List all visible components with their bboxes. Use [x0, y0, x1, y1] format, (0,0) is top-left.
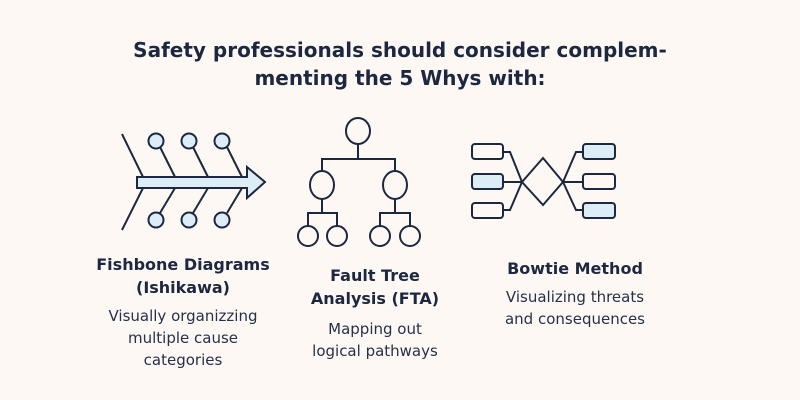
method-description: Visually organizzing	[108, 307, 258, 325]
title-line-1: Safety professionals should consider com…	[133, 38, 667, 62]
method-description: multiple cause	[127, 329, 238, 347]
bowtie-icon	[471, 143, 616, 219]
method-description: Mapping out	[328, 320, 422, 338]
method-name: Bowtie Method	[507, 259, 643, 278]
method-name: Fishbone Diagrams	[96, 255, 270, 274]
method-description: logical pathways	[312, 342, 438, 360]
method-fault-tree: Fault Tree Analysis (FTA) Mapping out lo…	[265, 264, 485, 362]
method-fishbone: Fishbone Diagrams (Ishikawa) Visually or…	[73, 253, 293, 371]
method-description: and consequences	[504, 310, 646, 328]
fishbone-diagram-icon	[121, 132, 267, 231]
method-name: Fault Tree	[330, 266, 420, 285]
method-description: Visualizing threats	[505, 288, 645, 306]
method-bowtie: Bowtie Method Visualizing threats and co…	[465, 257, 685, 330]
page-title: Safety professionals should consider com…	[0, 36, 800, 92]
fault-tree-icon	[297, 117, 421, 247]
method-description: categories	[143, 351, 223, 369]
title-line-2: menting the 5 Whys with:	[254, 66, 546, 90]
method-name: Analysis (FTA)	[310, 289, 440, 308]
method-name: (Ishikawa)	[136, 278, 230, 297]
